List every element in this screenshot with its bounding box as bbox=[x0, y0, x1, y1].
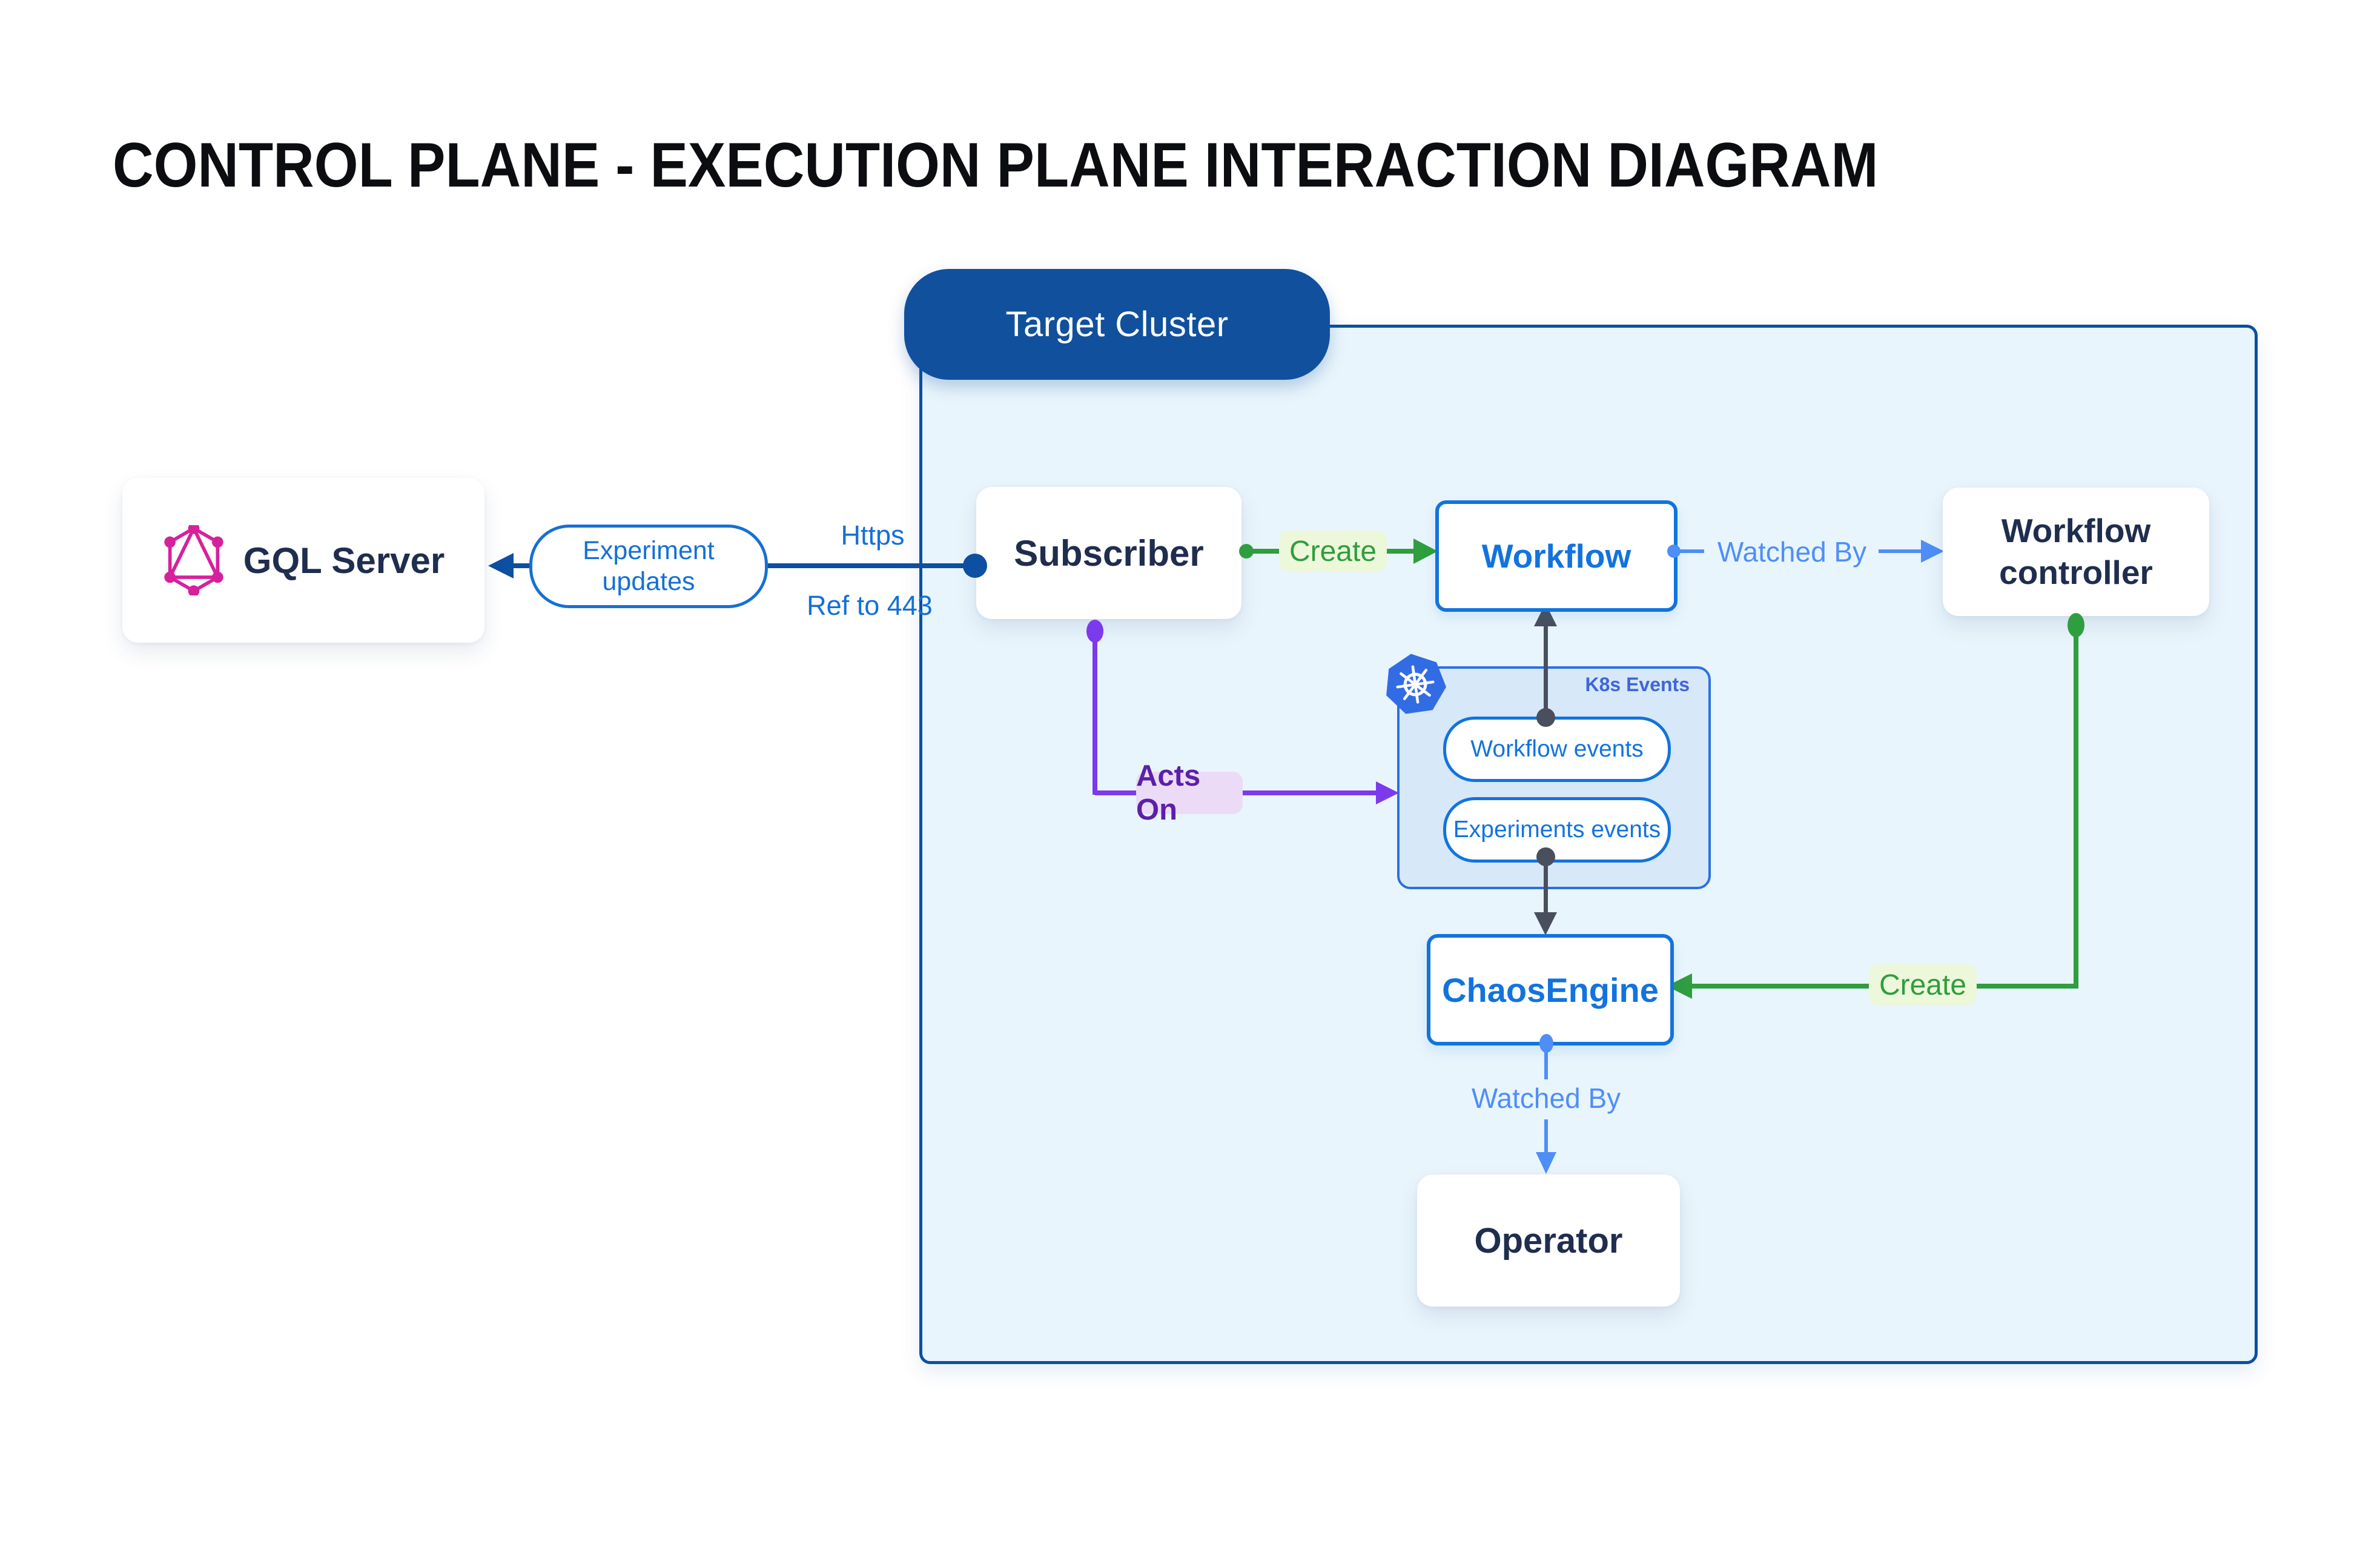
watched-by-workflow-origin-dot bbox=[1667, 545, 1681, 558]
create-workflow-label: Create bbox=[1279, 531, 1387, 572]
graphql-icon bbox=[162, 525, 225, 595]
node-operator: Operator bbox=[1417, 1175, 1680, 1307]
watched-by-operator-origin-dot bbox=[1539, 1034, 1553, 1053]
k8s-events-title: K8s Events bbox=[1585, 674, 1690, 695]
experiments-events-line bbox=[1544, 856, 1548, 912]
watched-by-workflow-line-right bbox=[1879, 549, 1922, 553]
experiment-updates-arrowhead bbox=[488, 553, 514, 578]
workflow-events-text: Workflow events bbox=[1470, 736, 1644, 762]
acts-on-arrowhead bbox=[1376, 781, 1399, 804]
ref-443-label: Ref to 443 bbox=[807, 590, 933, 621]
watched-by-operator-line-bottom bbox=[1544, 1119, 1548, 1152]
experiments-events-origin-dot bbox=[1536, 847, 1555, 866]
create-chaos-line-left bbox=[1691, 984, 1870, 989]
acts-on-line-right bbox=[1241, 790, 1376, 795]
node-chaos-engine: ChaosEngine bbox=[1427, 934, 1674, 1045]
watched-by-operator-line-top bbox=[1544, 1052, 1548, 1079]
https-label: Https bbox=[841, 520, 905, 551]
node-subscriber: Subscriber bbox=[976, 487, 1241, 619]
create-chaos-line-right bbox=[1973, 984, 2078, 989]
acts-on-line-left bbox=[1095, 790, 1139, 795]
watched-by-workflow-label: Watched By bbox=[1717, 536, 1867, 568]
experiment-updates-line-right bbox=[761, 563, 975, 568]
acts-on-label: Acts On bbox=[1136, 760, 1243, 826]
watched-by-workflow-line-left bbox=[1679, 549, 1704, 553]
create-workflow-origin-dot bbox=[1239, 544, 1254, 558]
page-title: CONTROL PLANE - EXECUTION PLANE INTERACT… bbox=[113, 130, 1879, 200]
experiment-updates-label: Experiment updates bbox=[529, 525, 768, 608]
watched-by-operator-label: Watched By bbox=[1471, 1082, 1621, 1114]
node-gql-server: GQL Server bbox=[122, 478, 484, 643]
create-chaos-line-vertical bbox=[2074, 634, 2078, 989]
acts-on-line-vertical bbox=[1092, 640, 1097, 795]
create-workflow-arrowhead bbox=[1413, 538, 1438, 564]
workflow-controller-label: Workflow controller bbox=[1999, 512, 2153, 591]
watched-by-operator-arrowhead bbox=[1536, 1152, 1556, 1174]
node-workflow: Workflow bbox=[1435, 500, 1678, 612]
experiment-updates-text: Experiment updates bbox=[583, 536, 715, 596]
gql-server-label: GQL Server bbox=[243, 540, 445, 581]
experiments-events-arrowhead bbox=[1534, 912, 1557, 935]
experiments-events-text: Experiments events bbox=[1453, 817, 1661, 843]
watched-by-workflow-arrowhead bbox=[1921, 540, 1944, 563]
target-cluster-badge: Target Cluster bbox=[904, 269, 1330, 380]
node-workflow-controller: Workflow controller bbox=[1943, 488, 2209, 616]
kubernetes-icon bbox=[1380, 648, 1450, 721]
create-chaos-label: Create bbox=[1869, 964, 1977, 1006]
target-cluster-label: Target Cluster bbox=[1005, 305, 1229, 344]
acts-on-origin-dot bbox=[1086, 620, 1103, 643]
create-workflow-line-left bbox=[1249, 549, 1281, 554]
workflow-events-line bbox=[1544, 625, 1548, 718]
k8s-pill-experiments-events: Experiments events bbox=[1443, 797, 1671, 863]
k8s-pill-workflow-events: Workflow events bbox=[1443, 717, 1671, 782]
workflow-events-origin-dot bbox=[1536, 708, 1555, 727]
create-chaos-origin-dot bbox=[2068, 613, 2084, 637]
experiment-updates-origin-dot bbox=[963, 554, 987, 578]
experiment-updates-line-left bbox=[512, 563, 531, 568]
create-workflow-line-right bbox=[1386, 549, 1415, 554]
